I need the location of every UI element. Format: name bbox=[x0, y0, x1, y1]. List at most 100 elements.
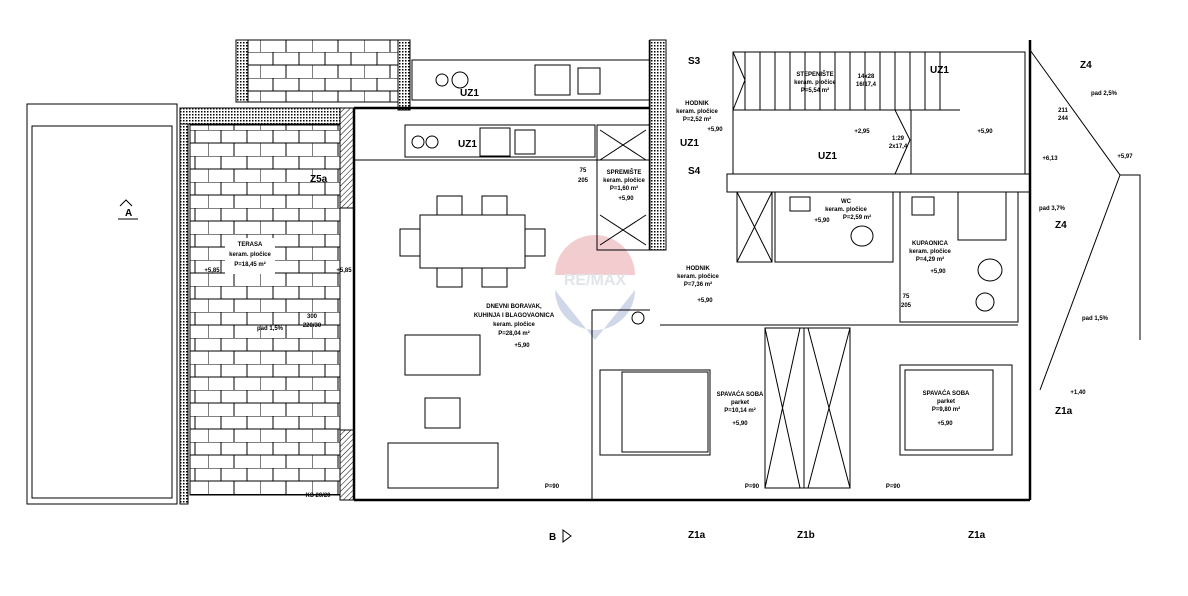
watermark-text: RE/MAX bbox=[564, 272, 627, 289]
bed bbox=[899, 364, 1013, 456]
room-area: P=1,60 m² bbox=[610, 185, 638, 192]
wall bbox=[179, 107, 341, 125]
room-terasa: TERASA keram. pločice P=18,45 m² +5,85 +… bbox=[204, 238, 352, 499]
balcony-dim: 211 bbox=[1058, 108, 1068, 114]
tag-z5a: Z5a bbox=[310, 174, 328, 185]
slope-note: pad 3,7% bbox=[1039, 206, 1066, 212]
room-floor: keram. pločice bbox=[493, 322, 535, 328]
room-name: DNEVNI BORAVAK, bbox=[486, 304, 542, 310]
room-name: HODNIK bbox=[685, 101, 709, 107]
tag-uz1: UZ1 bbox=[458, 139, 477, 150]
room-area: P=2,52 m² bbox=[683, 116, 711, 123]
balcony-railing bbox=[1120, 174, 1141, 340]
stairs-note: 16/17,4 bbox=[856, 82, 877, 88]
room-name: SPAVAĆA SOBA bbox=[717, 390, 764, 398]
sink-icon bbox=[789, 196, 811, 212]
window-dim: P=90 bbox=[545, 484, 560, 490]
stairs-note: 14x28 bbox=[858, 74, 875, 80]
bed bbox=[599, 369, 711, 456]
tag-uz1: UZ1 bbox=[930, 65, 949, 76]
storage-outline bbox=[596, 124, 651, 251]
room-floor: keram. pločice bbox=[825, 207, 867, 213]
section-b-marker: B bbox=[549, 532, 556, 543]
toilet-icon bbox=[850, 225, 874, 247]
room-wc: WC keram. pločice P=2,59 m² +5,90 bbox=[814, 199, 871, 224]
room-name: WC bbox=[841, 199, 852, 205]
level-mark: +6,13 bbox=[1042, 156, 1058, 162]
room-floor: parket bbox=[937, 399, 955, 405]
room-area: P=7,36 m² bbox=[684, 281, 712, 288]
door-dim: 205 bbox=[901, 303, 912, 309]
left-balcony-outline bbox=[26, 103, 178, 505]
door-dim: 205 bbox=[578, 178, 589, 184]
level-mark: +2,95 bbox=[854, 129, 870, 135]
kitchen-counter bbox=[404, 59, 651, 158]
room-hodnik-2: HODNIK keram. pločice P=7,36 m² +5,90 bbox=[677, 266, 719, 304]
stairs-note: 2x17,4 bbox=[889, 144, 908, 150]
tag-uz1: UZ1 bbox=[460, 88, 479, 99]
level-mark: +5,90 bbox=[937, 421, 953, 427]
wall bbox=[235, 39, 249, 103]
right-balcony-outline bbox=[1029, 49, 1121, 391]
tag-z1a: Z1a bbox=[688, 530, 706, 541]
room-spavaca-soba-1: SPAVAĆA SOBA parket P=10,14 m² +5,90 bbox=[717, 390, 764, 427]
window-dim: P=90 bbox=[745, 484, 760, 490]
room-floor: keram. pločice bbox=[676, 109, 718, 115]
wc-outline bbox=[774, 191, 894, 263]
wardrobe bbox=[736, 191, 773, 263]
terrace-railing bbox=[179, 123, 189, 505]
room-name: KUPAONICA bbox=[912, 241, 949, 247]
tag-z1b: Z1b bbox=[797, 530, 815, 541]
level-mark: +5,90 bbox=[697, 298, 713, 304]
room-floor: keram. pločice bbox=[603, 178, 645, 184]
armchair bbox=[404, 334, 481, 376]
room-floor: parket bbox=[731, 400, 749, 406]
level-mark: +5,85 bbox=[204, 268, 220, 274]
level-mark: +5,90 bbox=[732, 421, 748, 427]
left-balcony-inner bbox=[31, 125, 173, 499]
room-floor: keram. pločice bbox=[794, 80, 836, 86]
wardrobe-cross bbox=[764, 327, 851, 489]
room-dnevni-boravak: DNEVNI BORAVAK, KUHINJA I BLAGOVAONICA k… bbox=[474, 304, 555, 349]
tag-z4: Z4 bbox=[1080, 60, 1092, 71]
room-area: P=4,29 m² bbox=[916, 256, 944, 263]
room-floor: keram. pločice bbox=[909, 249, 951, 255]
tag-s3: S3 bbox=[688, 56, 701, 67]
room-floor: keram. pločice bbox=[229, 252, 271, 258]
top-planter bbox=[247, 39, 399, 103]
level-mark: +5,90 bbox=[514, 343, 530, 349]
washing-machine-icon bbox=[975, 292, 995, 312]
meter-icon bbox=[631, 311, 645, 325]
coffee-table bbox=[424, 397, 461, 429]
exterior-walls bbox=[352, 40, 1032, 502]
level-mark: +5,90 bbox=[707, 127, 723, 133]
terrace-floor bbox=[189, 124, 341, 496]
beam bbox=[726, 173, 1031, 193]
bed-cover bbox=[621, 371, 709, 453]
remax-watermark: RE/MAX bbox=[555, 235, 635, 340]
tag-z1a: Z1a bbox=[968, 530, 986, 541]
slope-note: pad 1,5% bbox=[257, 326, 284, 332]
shower-icon bbox=[957, 191, 1007, 241]
room-area: P=2,59 m² bbox=[843, 214, 871, 221]
level-mark: +5,85 bbox=[336, 268, 352, 274]
column bbox=[339, 107, 355, 209]
wall bbox=[649, 39, 667, 251]
window-dim: 220/30 bbox=[303, 323, 322, 329]
tag-s4: S4 bbox=[688, 166, 701, 177]
tag-z4: Z4 bbox=[1055, 220, 1067, 231]
balcony-dim: 244 bbox=[1058, 116, 1069, 122]
room-name: KUHINJA I BLAGOVAONICA bbox=[474, 313, 555, 319]
toilet-icon bbox=[977, 258, 1003, 282]
level-mark: +1,40 bbox=[1070, 390, 1086, 396]
tag-z1a: Z1a bbox=[1055, 406, 1073, 417]
room-area: P=5,54 m² bbox=[801, 87, 829, 94]
room-name: STEPENIŠTE bbox=[796, 70, 833, 78]
ks-note: KS 20/20 bbox=[305, 493, 331, 499]
slope-note: pad 1,5% bbox=[1082, 316, 1109, 322]
room-kupaonica: KUPAONICA keram. pločice P=4,29 m² +5,90 bbox=[909, 241, 951, 275]
room-hodnik-1: HODNIK keram. pločice P=2,52 m² +5,90 bbox=[676, 101, 723, 133]
level-mark: +5,90 bbox=[977, 129, 993, 135]
bed-cover bbox=[904, 369, 994, 451]
